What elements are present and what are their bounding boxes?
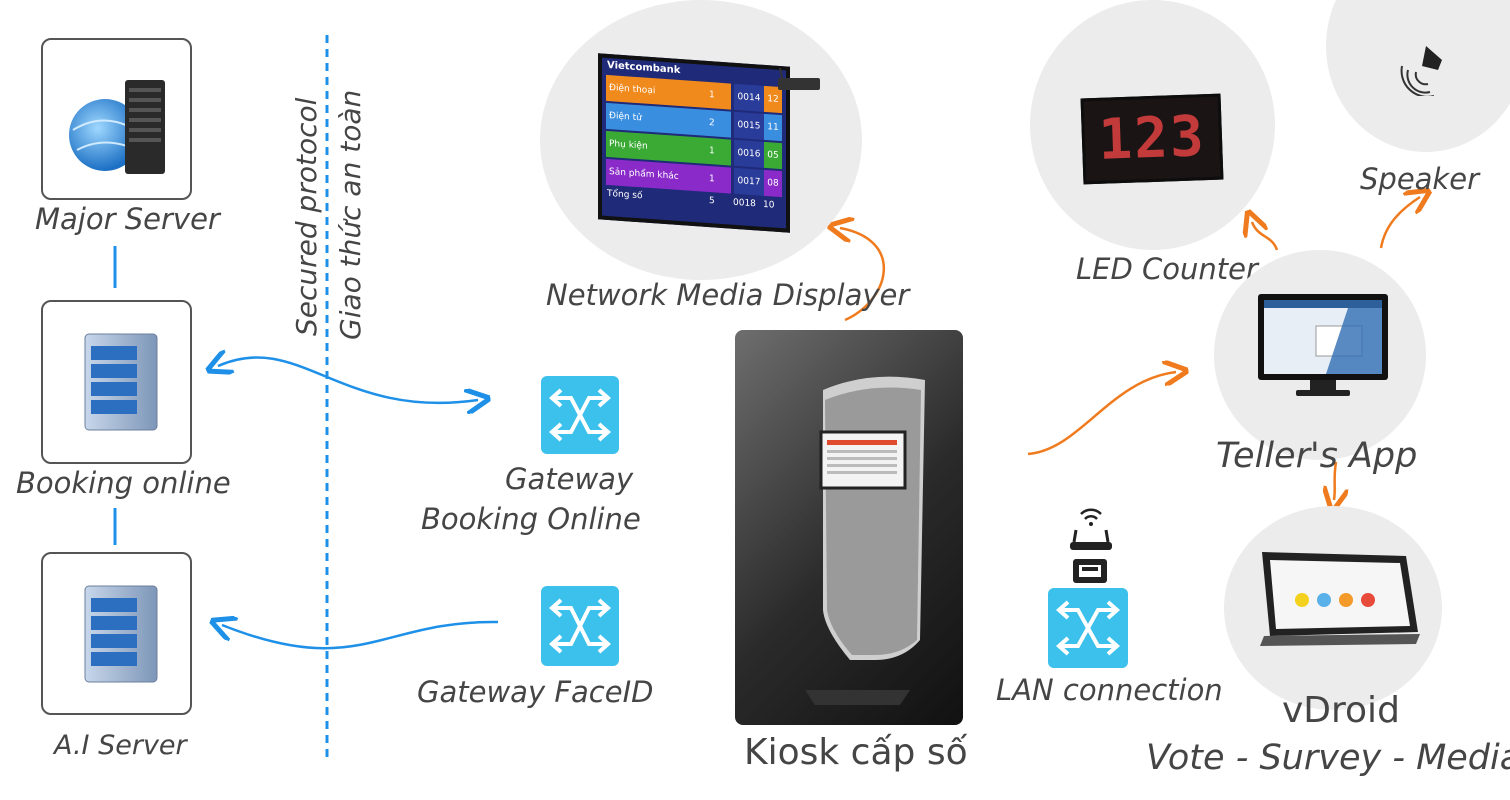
kiosk-display-arrow [840, 228, 885, 322]
display-row-counter: 05 [764, 141, 782, 170]
kiosk-teller-arrow [1027, 372, 1176, 456]
lan-label: LAN connection [996, 673, 1223, 707]
teller-vdroid-arrow [1334, 461, 1336, 500]
teller-monitor-icon [1256, 292, 1390, 402]
display-row-count: 1 [709, 138, 731, 166]
display-row-counter: 11 [764, 113, 782, 142]
major-server-label: Major Server [35, 202, 220, 236]
media-player-box-icon [774, 68, 822, 92]
display-total-value: 5 [709, 196, 715, 207]
protocol-label-vi: Giao thức an toàn [334, 89, 367, 340]
faceid-gateway-arrow [222, 622, 499, 650]
display-row-count: 2 [709, 110, 731, 138]
kiosk-image [735, 330, 963, 725]
display-row-count: 1 [709, 166, 731, 194]
display-row-ticket: 0015 [734, 111, 764, 140]
display-row-count: 1 [709, 82, 731, 110]
teller-led-arrow [1252, 222, 1279, 251]
server-icon [84, 333, 158, 431]
display-row-counter: 08 [764, 169, 782, 198]
booking-server-label: Booking online [16, 466, 231, 500]
faceid-gateway-switch-icon [541, 586, 619, 666]
teller-label: Teller's App [1216, 436, 1418, 476]
booking-gateway-switch-icon [541, 376, 619, 454]
teller-speaker-arrow [1379, 197, 1420, 249]
display-row-ticket: 0016 [734, 139, 764, 168]
kiosk-label: Kiosk cấp số [744, 732, 968, 773]
globe-server-icon [69, 80, 165, 174]
booking-gateway-label-1: Gateway [505, 462, 634, 496]
display-row-ticket: 0014 [734, 83, 764, 112]
display-row-ticket: 0017 [734, 167, 764, 196]
major-server-card [41, 38, 192, 200]
booking-gateway-arrow [218, 357, 478, 403]
server-icon [84, 585, 158, 683]
display-last-counter: 10 [763, 199, 775, 211]
ai-server-card [41, 552, 192, 715]
wifi-router-icon [1066, 502, 1116, 554]
booking-gateway-label-2: Booking Online [421, 502, 641, 536]
tablet-icon [1256, 548, 1424, 648]
led-counter-label: LED Counter [1076, 252, 1258, 286]
display-last-ticket: 0018 [733, 197, 756, 210]
booking-server-card [41, 300, 192, 464]
vdroid-title: vDroid [1282, 690, 1400, 731]
lan-switch-icon [1048, 588, 1128, 668]
ai-server-label: A.I Server [54, 730, 187, 761]
display-total-label: Tổng số [607, 188, 643, 202]
speaker-label: Speaker [1360, 162, 1479, 196]
vdroid-subtitle: Vote - Survey - Media [1146, 738, 1510, 778]
ethernet-port-icon [1072, 558, 1108, 584]
led-counter-panel: 123 [1080, 93, 1224, 185]
faceid-gateway-label: Gateway FaceID [417, 675, 654, 709]
display-label: Network Media Displayer [546, 278, 910, 312]
speaker-icon [1392, 40, 1452, 96]
led-digits: 123 [1097, 104, 1207, 173]
protocol-label-en: Secured protocol [290, 97, 323, 336]
